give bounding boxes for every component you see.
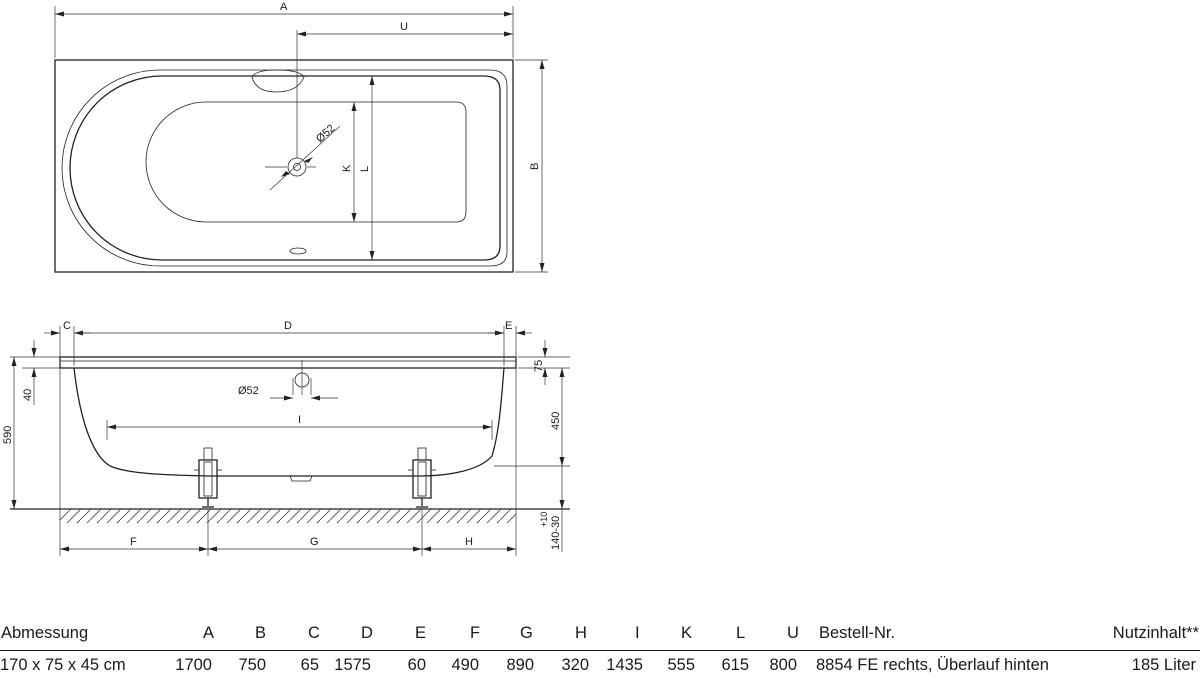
spec-table-row: 170 x 75 x 45 cm 1700 750 65 1575 60 490… <box>0 656 1200 678</box>
cell-B: 750 <box>238 656 266 674</box>
tub-rim-profile <box>59 356 517 369</box>
dim-label-L: L <box>359 166 371 172</box>
dim-label-U: U <box>400 21 408 33</box>
header-U: U <box>787 624 799 642</box>
top-view: Ø52 A U B K L <box>54 1 548 273</box>
header-G: G <box>520 624 533 642</box>
dim-label-590: 590 <box>2 426 14 444</box>
cell-D: 1575 <box>334 656 371 674</box>
dim-label-C: C <box>63 320 71 332</box>
drain-outer-ring <box>287 157 307 177</box>
header-L: L <box>736 624 746 642</box>
header-I: I <box>635 624 640 642</box>
technical-drawing: Ø52 A U B K L <box>2 1 570 556</box>
dim-label-E: E <box>505 320 512 332</box>
floor-hatch <box>60 509 516 523</box>
drain-inner <box>293 163 301 171</box>
cell-bestell: 8854 FE rechts, Überlauf hinten <box>816 656 1049 674</box>
header-D: D <box>361 624 373 642</box>
cell-F: 490 <box>451 656 479 674</box>
dim-label-450: 450 <box>550 412 562 430</box>
dim-label-D: D <box>284 320 292 332</box>
dim-label-G: G <box>310 536 319 548</box>
dim-label-75: 75 <box>533 360 545 372</box>
cell-C: 65 <box>300 656 319 674</box>
cell-nutzinhalt: 185 Liter <box>1131 656 1196 674</box>
header-H: H <box>575 624 587 642</box>
dim-label-tol-range: 140-30 <box>550 516 562 550</box>
dim-label-H: H <box>465 536 473 548</box>
cell-H: 320 <box>561 656 589 674</box>
cell-U: 800 <box>769 656 797 674</box>
spec-table-header: Abmessung A B C D E F G H I K L U Bestel… <box>0 624 1200 646</box>
cell-L: 615 <box>721 656 749 674</box>
header-abmessung: Abmessung <box>1 624 89 642</box>
dim-label-A: A <box>280 1 288 13</box>
overflow-opening <box>289 247 307 255</box>
overflow-recess <box>251 69 305 93</box>
tub-basin-outline <box>69 75 501 261</box>
tub-rim-inner <box>61 69 508 267</box>
header-B: B <box>255 624 267 642</box>
tub-outer-rim <box>54 59 514 273</box>
dim-label-F: F <box>130 536 137 548</box>
cell-A: 1700 <box>175 656 212 674</box>
header-E: E <box>415 624 427 642</box>
dim-label-K: K <box>341 164 353 172</box>
header-A: A <box>203 624 215 642</box>
cell-E: 60 <box>407 656 426 674</box>
table-rule <box>0 650 1200 651</box>
header-nutzinhalt: Nutzinhalt** <box>1112 624 1199 642</box>
tub-drain-sump <box>289 475 313 482</box>
dim-label-tol-plus: +10 <box>539 512 549 527</box>
cell-K: 555 <box>667 656 695 674</box>
dim-label-I: I <box>298 414 301 426</box>
cell-G: 890 <box>506 656 534 674</box>
tub-foot-right <box>408 447 436 508</box>
cell-abmessung: 170 x 75 x 45 cm <box>0 656 126 674</box>
header-F: F <box>470 624 481 642</box>
dim-label-40: 40 <box>22 389 34 401</box>
header-bestell: Bestell-Nr. <box>819 624 896 642</box>
diameter-label-side: Ø52 <box>238 385 259 397</box>
tub-bottom <box>145 101 467 223</box>
dim-label-B: B <box>529 163 541 170</box>
cell-I: 1435 <box>606 656 643 674</box>
side-view: Ø52 <box>2 320 570 556</box>
diameter-label-top: Ø52 <box>314 122 337 145</box>
tub-foot-left <box>194 447 222 508</box>
header-K: K <box>681 624 693 642</box>
tub-body-profile <box>73 367 505 477</box>
header-C: C <box>308 624 320 642</box>
